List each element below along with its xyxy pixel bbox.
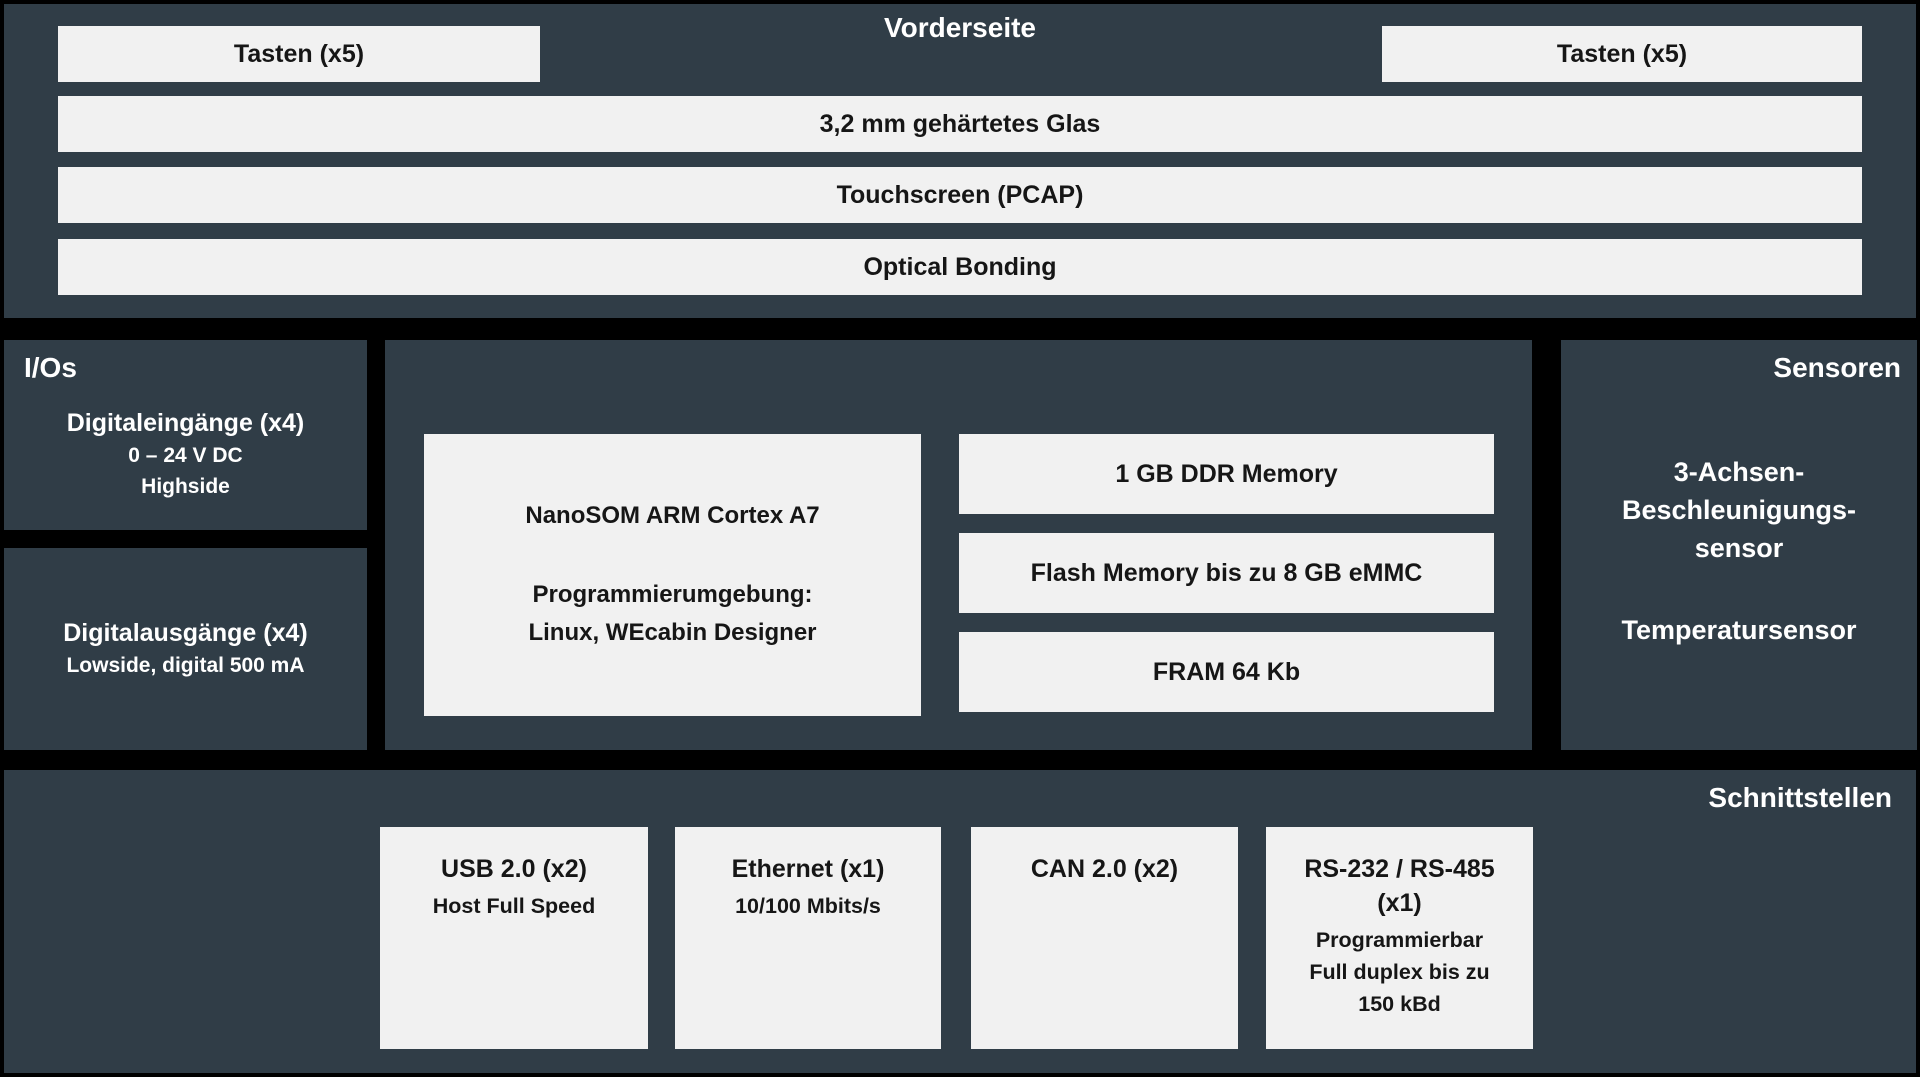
digital-inputs-line: Highside	[141, 474, 230, 498]
accelerometer-label-line: sensor	[1694, 533, 1784, 563]
memory-box-ddr: 1 GB DDR Memory	[959, 434, 1494, 514]
serial-line: Programmierbar	[1315, 927, 1484, 952]
som-line: NanoSOM ARM Cortex A7	[525, 501, 820, 529]
io-outputs-panel: Digitalausgänge (x4) Lowside, digital 50…	[4, 548, 367, 750]
interfaces-panel: Schnittstellen USB 2.0 (x2) Host Full Sp…	[4, 770, 1916, 1073]
digital-outputs-title: Digitalausgänge (x4)	[63, 619, 308, 648]
can-box: CAN 2.0 (x2)	[971, 827, 1238, 1049]
optical-bonding-layer: Optical Bonding	[58, 239, 1862, 295]
keys-right-box: Tasten (x5)	[1382, 26, 1862, 82]
front-panel: Vorderseite Tasten (x5) Tasten (x5) 3,2 …	[4, 4, 1916, 318]
interfaces-title: Schnittstellen	[1708, 782, 1892, 813]
som-line: Linux, WEcabin Designer	[528, 619, 817, 646]
digital-outputs-line: Lowside, digital 500 mA	[66, 654, 305, 678]
sensors-title: Sensoren	[1773, 352, 1901, 383]
ethernet-box: Ethernet (x1) 10/100 Mbits/s	[675, 827, 941, 1049]
glass-layer: 3,2 mm gehärtetes Glas	[58, 96, 1862, 152]
accelerometer-label-line: Beschleunigungs-	[1621, 495, 1857, 526]
sensors-block: 3-Achsen- Beschleunigungs- sensor Temper…	[1561, 340, 1917, 750]
digital-inputs-block: Digitaleingänge (x4) 0 – 24 V DC Highsid…	[4, 340, 367, 530]
serial-line: 150 kBd	[1358, 992, 1441, 1016]
usb-title: USB 2.0 (x2)	[441, 855, 587, 883]
sensors-panel: Sensoren 3-Achsen- Beschleunigungs- sens…	[1561, 340, 1917, 750]
digital-inputs-line: 0 – 24 V DC	[128, 444, 243, 468]
memory-box-fram: FRAM 64 Kb	[959, 632, 1494, 712]
serial-line: Full duplex bis zu	[1309, 959, 1490, 984]
som-box: NanoSOM ARM Cortex A7 Programmierumgebun…	[424, 434, 921, 716]
touchscreen-layer: Touchscreen (PCAP)	[58, 167, 1862, 223]
serial-box: RS-232 / RS-485 (x1) Programmierbar Full…	[1266, 827, 1533, 1049]
keys-left-box: Tasten (x5)	[58, 26, 540, 82]
front-title: Vorderseite	[884, 12, 1036, 43]
ethernet-line: 10/100 Mbits/s	[735, 893, 881, 918]
digital-outputs-block: Digitalausgänge (x4) Lowside, digital 50…	[4, 548, 367, 750]
serial-title: RS-232 / RS-485 (x1)	[1304, 855, 1495, 917]
ethernet-title: Ethernet (x1)	[731, 855, 885, 883]
som-line: Programmierumgebung:	[532, 580, 813, 608]
memory-box-flash: Flash Memory bis zu 8 GB eMMC	[959, 533, 1494, 613]
usb-line: Host Full Speed	[432, 893, 596, 918]
temperature-label: Temperatursensor	[1621, 614, 1857, 645]
io-title: I/Os	[24, 352, 77, 383]
digital-inputs-title: Digitaleingänge (x4)	[66, 409, 305, 438]
accelerometer-label-line: 3-Achsen-	[1673, 457, 1805, 488]
can-title: CAN 2.0 (x2)	[1030, 855, 1179, 883]
usb-box: USB 2.0 (x2) Host Full Speed	[380, 827, 648, 1049]
core-panel: NanoSOM ARM Cortex A7 Programmierumgebun…	[385, 340, 1532, 750]
io-inputs-panel: I/Os Digitaleingänge (x4) 0 – 24 V DC Hi…	[4, 340, 367, 530]
